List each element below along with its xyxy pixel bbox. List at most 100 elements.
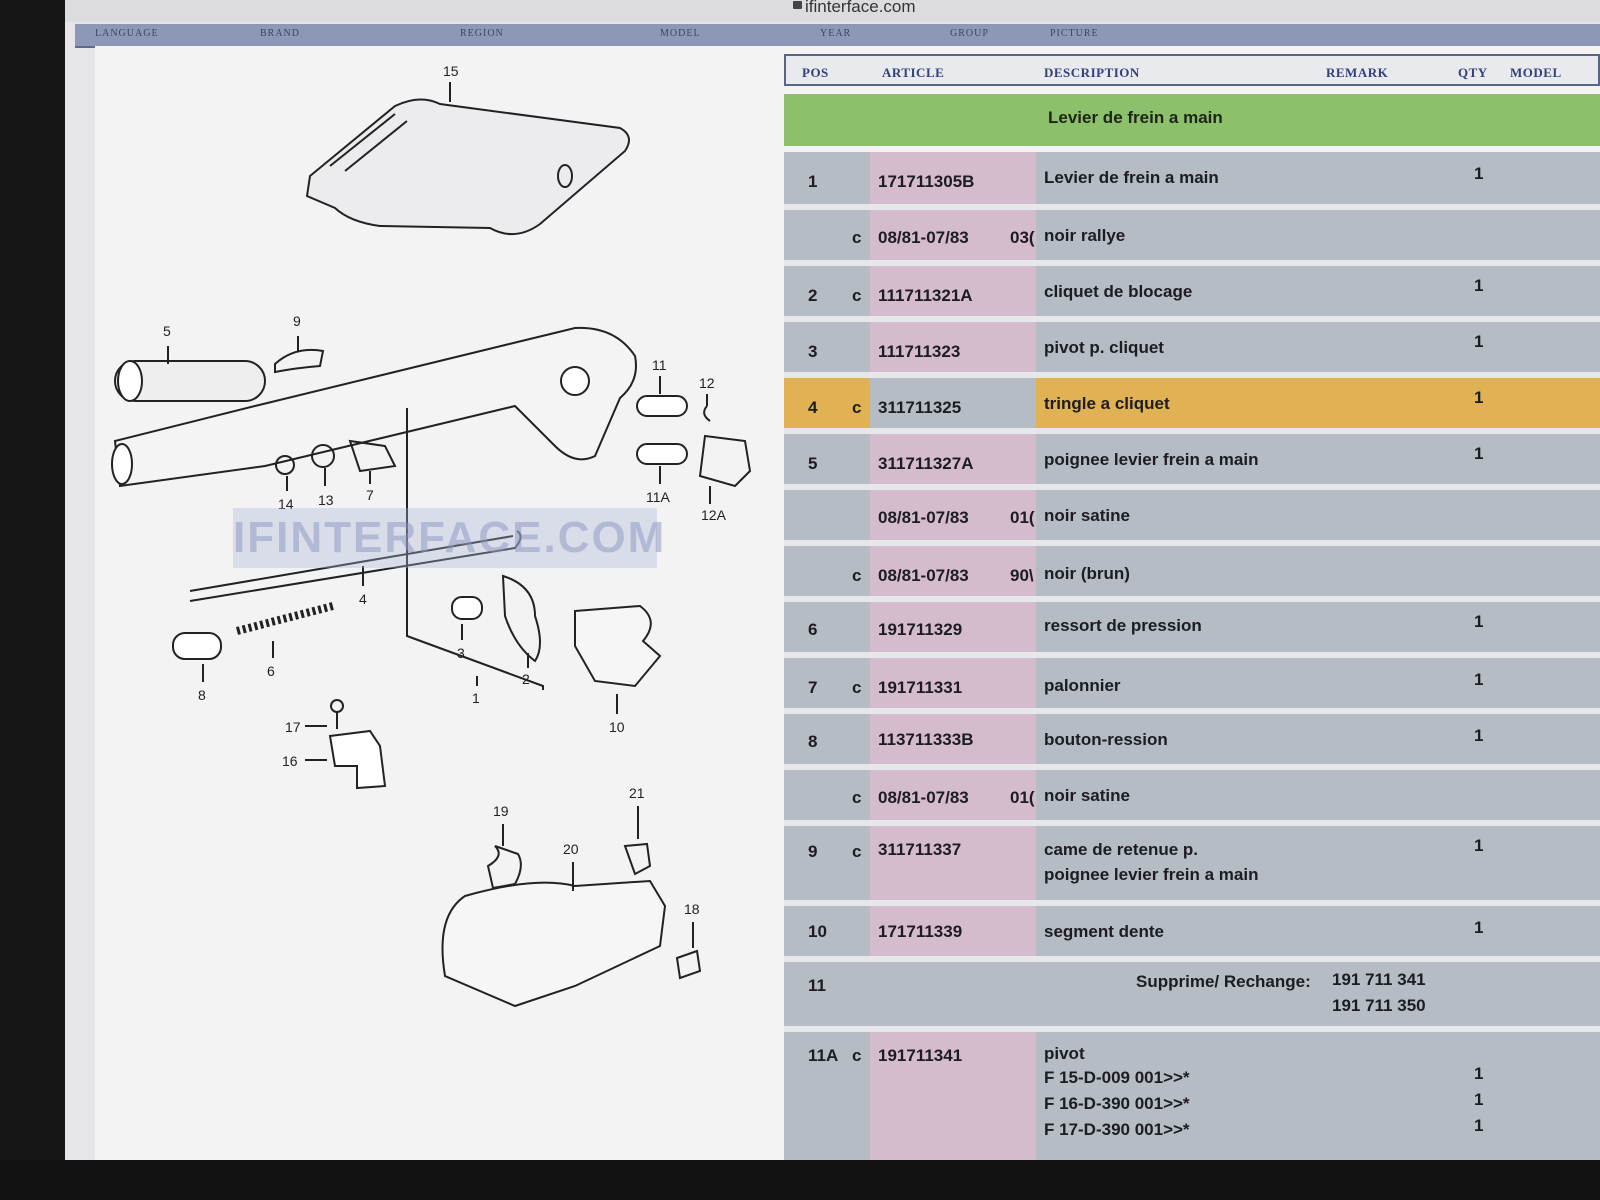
header-remark[interactable]: REMARK — [1326, 65, 1389, 80]
supersede-row[interactable]: 11 Supprime/ Rechange: 191 711 341 191 7… — [784, 962, 1600, 1032]
row-variant: F 15-D-009 001>>* — [1044, 1068, 1190, 1087]
row-description: bouton-ression — [1044, 730, 1168, 749]
supersede-part[interactable]: 191 711 350 — [1332, 996, 1426, 1015]
tab-model[interactable]: MODEL — [660, 28, 701, 39]
table-row[interactable]: 5 311711327A poignee levier frein a main… — [784, 434, 1600, 490]
row-description: poignee levier frein a main — [1044, 450, 1259, 469]
callout-8: 8 — [198, 687, 206, 703]
row-article[interactable]: 191711329 — [878, 620, 963, 639]
row-article[interactable]: 111711321A — [878, 286, 973, 305]
row-pos: 8 — [808, 732, 818, 751]
table-row[interactable]: 10 171711339 segment dente 1 — [784, 906, 1600, 962]
row-variant-qty: 1 — [1474, 1116, 1484, 1135]
tab-region[interactable]: REGION — [460, 28, 504, 39]
tab-brand[interactable]: BRAND — [260, 28, 301, 39]
table-row[interactable]: 9 c 311711337 came de retenue p. poignee… — [784, 826, 1600, 906]
table-row[interactable]: c 08/81-07/83 90\ noir (brun) — [784, 546, 1600, 602]
row-article[interactable]: 171711305B — [878, 172, 975, 191]
table-row[interactable]: 08/81-07/83 01( noir satine — [784, 490, 1600, 546]
header-pos[interactable]: POS — [802, 65, 829, 80]
watermark: IFINTERFACE.COM — [233, 508, 664, 568]
row-pos: 2 — [808, 286, 818, 305]
callout-13: 13 — [318, 492, 334, 508]
table-row[interactable]: 11A c 191711341 pivot F 15-D-009 001>>* … — [784, 1032, 1600, 1162]
row-article[interactable]: 191711341 — [878, 1046, 963, 1065]
supersede-part[interactable]: 191 711 341 — [1332, 970, 1426, 989]
callout-11: 11 — [652, 357, 667, 373]
row-description: noir satine — [1044, 506, 1130, 525]
row-article[interactable]: 311711327A — [878, 454, 974, 473]
callout-14: 14 — [278, 496, 294, 512]
row-article[interactable]: 08/81-07/83 — [878, 228, 969, 247]
row-article[interactable]: 08/81-07/83 — [878, 788, 969, 807]
row-article[interactable]: 311711337 — [878, 840, 962, 859]
row-pos: 5 — [808, 454, 818, 473]
row-variant: F 17-D-390 001>>* — [1044, 1120, 1190, 1139]
row-qty: 1 — [1474, 836, 1484, 855]
row-description-line2: poignee levier frein a main — [1044, 865, 1259, 884]
table-row[interactable]: 3 111711323 pivot p. cliquet 1 — [784, 322, 1600, 378]
row-color-code: 01( — [1010, 788, 1035, 807]
row-pos: 9 — [808, 842, 818, 861]
header-qty[interactable]: QTY — [1458, 65, 1488, 80]
row-article[interactable]: 08/81-07/83 — [878, 566, 969, 585]
table-row[interactable]: 8 113711333B bouton-ression 1 — [784, 714, 1600, 770]
row-color-code: 03( — [1010, 228, 1035, 247]
table-row[interactable]: 1 171711305B Levier de frein a main 1 — [784, 152, 1600, 210]
row-c-flag: c — [852, 286, 862, 305]
table-row-selected[interactable]: 4 c 311711325 tringle a cliquet 1 — [784, 378, 1600, 434]
row-qty: 1 — [1474, 726, 1484, 745]
callout-1: 1 — [472, 690, 480, 706]
row-description: noir rallye — [1044, 226, 1126, 245]
callout-10: 10 — [609, 719, 625, 735]
callout-18: 18 — [684, 901, 700, 917]
exploded-view-drawing: 15 5 9 11 12 14 13 7 11A 12A 4 3 2 8 6 1 — [111, 63, 752, 1008]
row-pos: 11 — [808, 976, 826, 995]
row-c-flag: c — [852, 228, 862, 247]
tab-language[interactable]: LANGUAGE — [95, 28, 159, 39]
row-pos: 3 — [808, 342, 818, 361]
row-pos: 7 — [808, 678, 818, 697]
row-c-flag: c — [852, 788, 862, 807]
url-bar[interactable]: ifinterface.com — [65, 0, 1600, 22]
tab-group[interactable]: GROUP — [950, 28, 989, 39]
header-model[interactable]: MODEL — [1510, 65, 1562, 80]
row-article[interactable]: 171711339 — [878, 922, 963, 941]
row-qty: 1 — [1474, 332, 1484, 351]
callout-21: 21 — [629, 785, 645, 801]
parts-table: POS ARTICLE DESCRIPTION REMARK QTY MODEL… — [784, 54, 1600, 1162]
callout-7: 7 — [366, 487, 374, 503]
row-article[interactable]: 111711323 — [878, 342, 961, 361]
tab-picture[interactable]: PICTURE — [1050, 28, 1099, 39]
row-article[interactable]: 311711325 — [878, 398, 962, 417]
url-text: ifinterface.com — [805, 0, 916, 16]
group-title: Levier de frein a main — [1048, 108, 1223, 127]
row-description: noir satine — [1044, 786, 1130, 805]
parts-diagram: 15 5 9 11 12 14 13 7 11A 12A 4 3 2 8 6 1 — [95, 46, 783, 1162]
callout-16: 16 — [282, 753, 298, 769]
table-row[interactable]: c 08/81-07/83 03( noir rallye — [784, 210, 1600, 266]
callout-12a: 12A — [701, 507, 727, 523]
tab-year[interactable]: YEAR — [820, 28, 852, 39]
table-row[interactable]: 6 191711329 ressort de pression 1 — [784, 602, 1600, 658]
row-article[interactable]: 113711333B — [878, 730, 974, 749]
callout-12: 12 — [699, 375, 715, 391]
row-c-flag: c — [852, 566, 862, 585]
row-article[interactable]: 191711331 — [878, 678, 963, 697]
row-qty: 1 — [1474, 444, 1484, 463]
nav-strip: LANGUAGE BRAND REGION MODEL YEAR GROUP P… — [75, 24, 1600, 48]
row-article[interactable]: 08/81-07/83 — [878, 508, 969, 527]
row-description: came de retenue p. — [1044, 840, 1199, 859]
monitor-bezel-left — [0, 0, 65, 1200]
header-article[interactable]: ARTICLE — [882, 65, 945, 80]
row-c-flag: c — [852, 398, 862, 417]
table-row[interactable]: 7 c 191711331 palonnier 1 — [784, 658, 1600, 714]
table-row[interactable]: c 08/81-07/83 01( noir satine — [784, 770, 1600, 826]
table-row[interactable]: 2 c 111711321A cliquet de blocage 1 — [784, 266, 1600, 322]
callout-6: 6 — [267, 663, 275, 679]
row-description: noir (brun) — [1044, 564, 1130, 583]
row-variant: F 16-D-390 001>>* — [1044, 1094, 1190, 1113]
row-qty: 1 — [1474, 612, 1484, 631]
header-description[interactable]: DESCRIPTION — [1044, 65, 1140, 80]
callout-5: 5 — [163, 323, 171, 339]
